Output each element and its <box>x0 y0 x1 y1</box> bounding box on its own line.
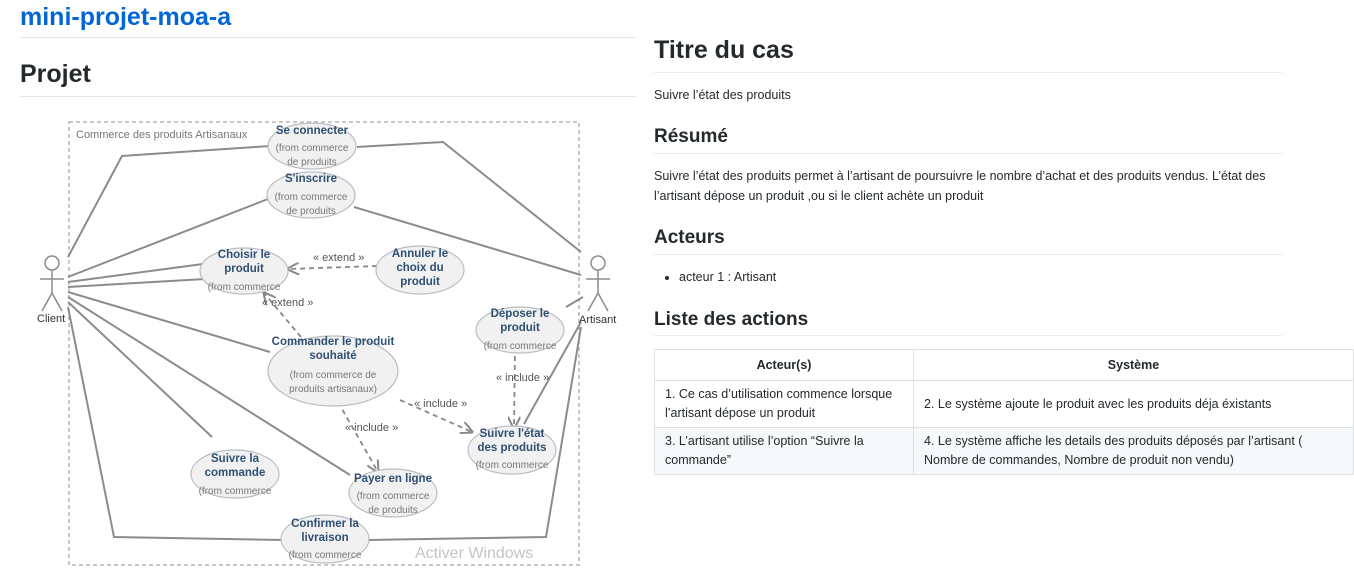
usecase-subtitle: (from commerce <box>199 486 272 497</box>
extend-arrow <box>288 266 378 269</box>
include-arrow <box>337 401 378 472</box>
usecase-se-connecter <box>267 122 357 170</box>
usecase-title: des produits <box>477 442 546 454</box>
resume-line: l’artisant dépose un produit ,ou si le c… <box>654 189 984 203</box>
usecase-title: livraison <box>301 532 348 544</box>
usecase-title: produit <box>500 322 540 334</box>
acteurs-list: acteur 1 : Artisant <box>654 268 776 287</box>
include-arrow <box>399 399 472 432</box>
usecase-confirmer-livraison <box>280 514 370 564</box>
usecase-annuler-choix <box>375 245 465 295</box>
usecase-title: Se connecter <box>276 125 349 137</box>
usecase-subtitle: (from commerce <box>484 341 557 352</box>
divider <box>20 37 636 38</box>
use-case-diagram: Commerce des produits Artisanaux « exten… <box>37 121 616 566</box>
actor-artisan <box>586 255 610 312</box>
usecase-title: choix du <box>396 262 443 274</box>
include-label: « include » <box>496 372 549 384</box>
cell-line: Nombre de commandes, Nombre de produit n… <box>924 453 1234 467</box>
list-item: acteur 1 : Artisant <box>679 268 776 287</box>
cell-line: commande” <box>665 453 731 467</box>
usecase-subtitle: (from commerce de <box>290 370 377 381</box>
actor-client-label: Client <box>37 313 65 325</box>
table-row: 1. Ce cas d’utilisation commence lorsque… <box>654 380 1354 428</box>
cell-line: 1. Ce cas d’utilisation commence lorsque <box>665 387 893 401</box>
include-label: « include » <box>345 422 398 434</box>
actor-client <box>40 255 64 312</box>
usecase-subtitle: produits artisanaux) <box>289 384 377 395</box>
usecase-title: Déposer le <box>491 308 550 320</box>
usecase-subtitle: (from commerce <box>275 192 348 203</box>
table-row: 3. L’artisant utilise l’option “Suivre l… <box>654 427 1354 475</box>
titre-text: Suivre l’état des produits <box>654 88 791 102</box>
resume-line: Suivre l’état des produits permet à l’ar… <box>654 169 1266 183</box>
divider <box>654 335 1282 336</box>
actions-table: Acteur(s) Système 1. Ce cas d’utilisatio… <box>654 349 1354 475</box>
usecase-subtitle: (from commerce <box>289 550 362 561</box>
system-label: Commerce des produits Artisanaux <box>76 129 248 141</box>
column-header-acteurs: Acteur(s) <box>654 349 914 381</box>
resume-heading: Résumé <box>654 126 728 147</box>
usecase-title: commande <box>205 467 266 479</box>
cell-line: 3. L’artisant utilise l’option “Suivre l… <box>665 434 864 448</box>
include-label: « include » <box>414 398 467 410</box>
actions-heading: Liste des actions <box>654 309 809 330</box>
usecase-subtitle: (from commerce <box>276 143 349 154</box>
extend-label: « extend » <box>313 252 364 264</box>
projet-heading: Projet <box>20 60 91 88</box>
cell-line: 4. Le système affiche les details des pr… <box>924 434 1303 448</box>
usecase-title: Annuler le <box>392 248 448 260</box>
table-cell: 3. L’artisant utilise l’option “Suivre l… <box>654 427 914 475</box>
table-cell: 2. Le système ajoute le produit avec les… <box>913 380 1354 428</box>
extend-arrow <box>264 293 302 338</box>
include-arrow <box>514 346 515 428</box>
table-cell: 1. Ce cas d’utilisation commence lorsque… <box>654 380 914 428</box>
usecase-suivre-etat <box>467 425 557 475</box>
usecase-subtitle: de produits <box>368 505 417 516</box>
usecase-title: Confirmer la <box>291 518 359 530</box>
table-cell: 4. Le système affiche les details des pr… <box>913 427 1354 475</box>
divider <box>654 153 1282 154</box>
usecase-title: souhaité <box>309 350 356 362</box>
usecase-s-inscrire <box>266 171 356 219</box>
usecase-subtitle: (from commerce <box>476 460 549 471</box>
titre-heading: Titre du cas <box>654 36 794 64</box>
usecase-suivre-commande <box>190 449 280 499</box>
usecase-title: Suivre la <box>211 453 260 465</box>
divider <box>20 96 636 97</box>
usecase-subtitle: de produits <box>286 206 335 217</box>
usecase-payer-en-ligne <box>348 468 438 518</box>
usecase-title: Payer en ligne <box>354 473 432 485</box>
activate-windows-watermark: Activer Windows <box>415 545 533 562</box>
acteurs-heading: Acteurs <box>654 227 725 248</box>
usecase-title: produit <box>400 276 440 288</box>
repo-title[interactable]: mini-projet-moa-a <box>20 3 232 31</box>
usecase-subtitle: (from commerce <box>208 282 281 293</box>
use-case-description: Titre du cas Suivre l’état des produits … <box>654 0 1354 573</box>
cell-line: 2. Le système ajoute le produit avec les… <box>924 396 1272 411</box>
divider <box>654 254 1282 255</box>
usecase-subtitle: (from commerce <box>357 491 430 502</box>
table-header-row: Acteur(s) Système <box>654 349 1354 381</box>
usecase-subtitle: de produits <box>287 157 336 168</box>
usecase-title: Choisir le <box>218 249 270 261</box>
association-lines <box>67 140 584 541</box>
usecase-title: produit <box>224 263 264 275</box>
extend-label: « extend » <box>262 297 313 309</box>
usecase-title: Suivre l'état <box>480 428 545 440</box>
usecase-choisir-produit <box>199 247 289 295</box>
usecase-commander-produit <box>267 335 399 407</box>
column-header-systeme: Système <box>913 349 1354 381</box>
cell-line: l’artisant dépose un produit <box>665 406 816 420</box>
usecase-title: Commander le produit <box>272 336 395 348</box>
usecase-deposer-produit <box>475 306 565 354</box>
usecase-title: S'inscrire <box>285 173 337 185</box>
divider <box>654 72 1282 73</box>
actor-artisan-label: Artisant <box>579 314 616 326</box>
